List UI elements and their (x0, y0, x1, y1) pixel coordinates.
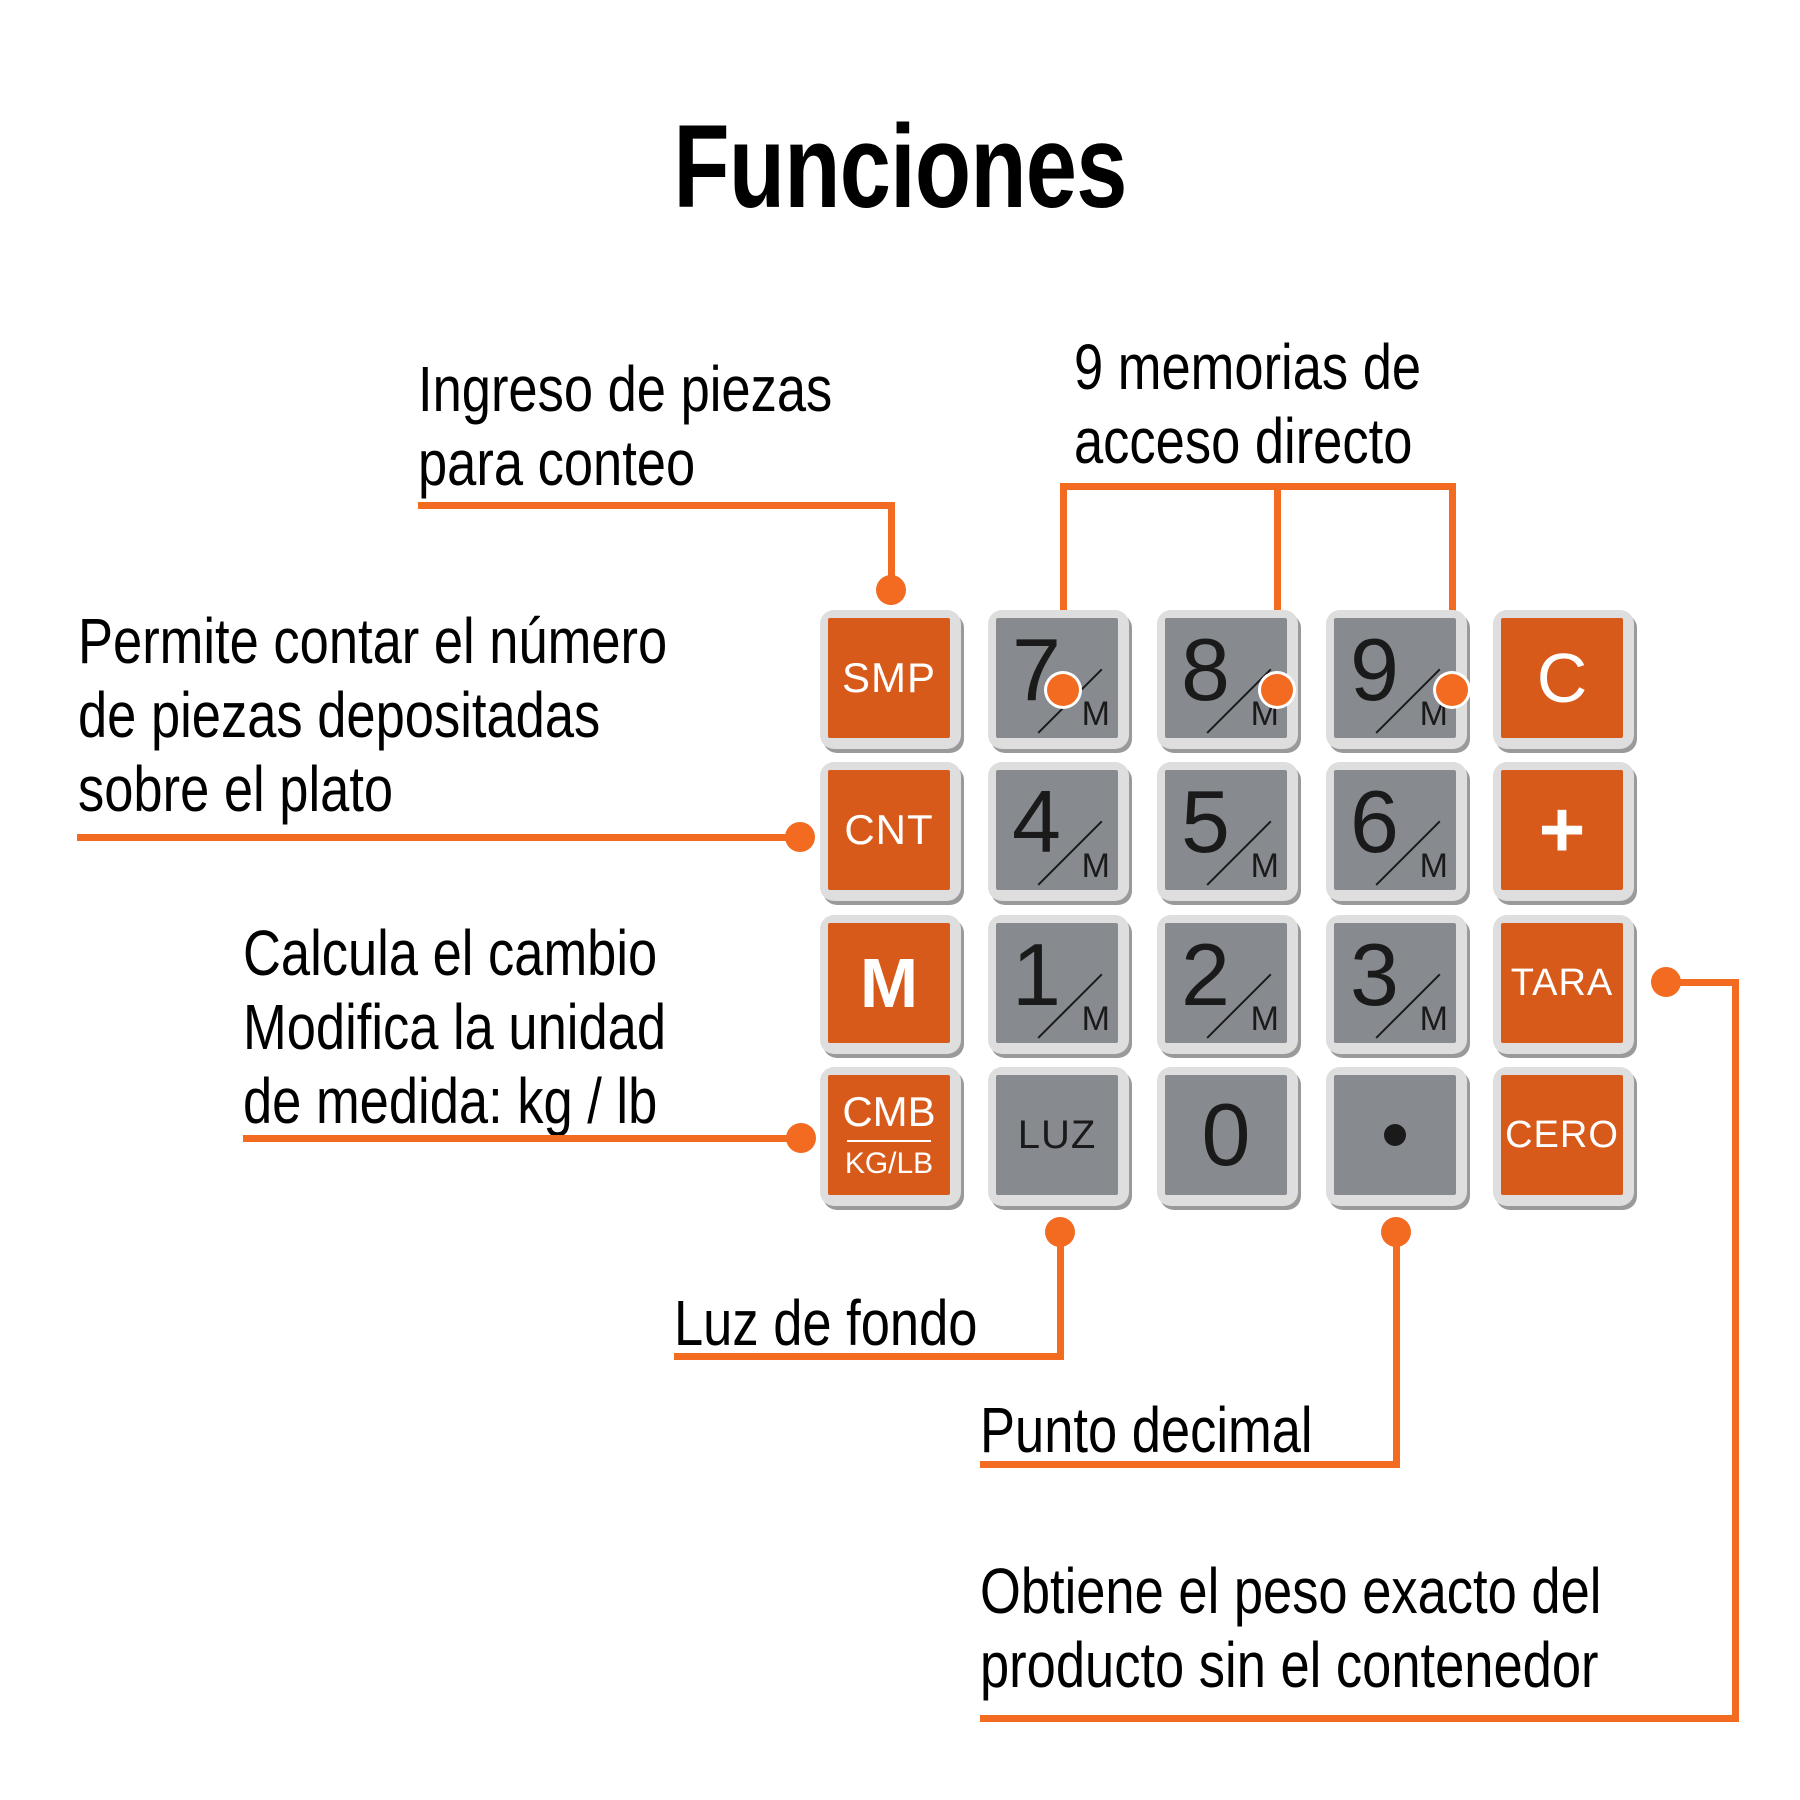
memory-label: M (1250, 847, 1279, 885)
key-cnt[interactable]: CNT (820, 762, 961, 901)
callout-line: Punto decimal (980, 1394, 1313, 1466)
key-6[interactable]: 6 M (1326, 762, 1467, 901)
connector-line (77, 834, 799, 841)
callout-line: Modifica la unidad (243, 991, 667, 1063)
key-0[interactable]: 0 (1157, 1067, 1298, 1206)
connector-line (243, 1135, 801, 1142)
memory-label: M (1081, 1000, 1110, 1038)
callout-line: de piezas depositadas (78, 679, 601, 751)
key-cmb-kg-lb[interactable]: CMB KG/LB (820, 1067, 961, 1206)
connector-dot (785, 822, 815, 852)
key-luz[interactable]: LUZ (988, 1067, 1129, 1206)
key-8[interactable]: 8 M (1157, 610, 1298, 749)
key-label-top: CMB (842, 1088, 936, 1135)
key-3[interactable]: 3 M (1326, 915, 1467, 1054)
connector-dot (1047, 674, 1079, 706)
memory-label: M (1419, 1000, 1448, 1038)
connector-line (1449, 483, 1456, 688)
connector-line (1060, 483, 1067, 688)
key-m[interactable]: M (820, 915, 961, 1054)
key-1[interactable]: 1 M (988, 915, 1129, 1054)
memory-label: M (1081, 847, 1110, 885)
key-5[interactable]: 5 M (1157, 762, 1298, 901)
connector-dot (1261, 674, 1293, 706)
callout-decimal-text: Punto decimal (980, 1393, 1313, 1467)
key-label: M (859, 944, 919, 1022)
key-digit: 8 (1181, 620, 1230, 719)
connector-line (1060, 483, 1456, 490)
plus-icon: + (1538, 785, 1586, 874)
key-digit: 0 (1201, 1085, 1251, 1184)
connector-line (980, 1461, 1400, 1468)
key-label: LUZ (1017, 1112, 1097, 1157)
key-2[interactable]: 2 M (1157, 915, 1298, 1054)
point-icon (1384, 1124, 1406, 1146)
key-digit: 3 (1350, 925, 1399, 1024)
connector-line (980, 1715, 1739, 1722)
connector-line (1732, 979, 1739, 1722)
callout-memories-text: 9 memorias de acceso directo (1074, 330, 1421, 478)
key-clear[interactable]: C (1493, 610, 1634, 749)
key-label: CERO (1505, 1113, 1619, 1156)
callout-line: Luz de fondo (674, 1287, 978, 1359)
callout-line: 9 memorias de (1074, 331, 1422, 403)
key-digit: 1 (1012, 925, 1061, 1024)
callout-luz-text: Luz de fondo (674, 1286, 977, 1360)
key-decimal-point[interactable] (1326, 1067, 1467, 1206)
key-4[interactable]: 4 M (988, 762, 1129, 901)
callout-line: sobre el plato (78, 753, 394, 825)
connector-line (888, 502, 895, 590)
key-label: TARA (1510, 961, 1614, 1004)
connector-line (1274, 483, 1281, 688)
connector-line (1057, 1232, 1064, 1360)
callout-line: acceso directo (1074, 405, 1413, 477)
callout-line: Ingreso de piezas (418, 353, 833, 425)
key-digit: 4 (1012, 772, 1061, 871)
key-cero[interactable]: CERO (1493, 1067, 1634, 1206)
connector-line (1393, 1232, 1400, 1468)
memory-label: M (1081, 695, 1110, 733)
connector-dot (876, 575, 906, 605)
callout-line: Calcula el cambio (243, 917, 658, 989)
callout-line: producto sin el contenedor (980, 1629, 1599, 1701)
key-label: C (1536, 639, 1588, 717)
memory-label: M (1250, 1000, 1279, 1038)
callout-cnt-text: Permite contar el número de piezas depos… (78, 604, 667, 826)
key-digit: 9 (1350, 620, 1399, 719)
callout-line: de medida: kg / lb (243, 1065, 658, 1137)
callout-tara-text: Obtiene el peso exacto del producto sin … (980, 1554, 1601, 1702)
key-label: CNT (844, 806, 934, 853)
connector-line (674, 1353, 1064, 1360)
connector-line (1666, 979, 1739, 986)
connector-dot (1436, 674, 1468, 706)
label-divider (847, 1140, 931, 1142)
key-smp[interactable]: SMP (820, 610, 961, 749)
key-digit: 5 (1181, 772, 1230, 871)
callout-line: para conteo (418, 427, 696, 499)
callout-line: Permite contar el número (78, 605, 668, 677)
callout-smp-text: Ingreso de piezas para conteo (418, 352, 832, 500)
callout-cmb-text: Calcula el cambio Modifica la unidad de … (243, 916, 666, 1138)
key-tara[interactable]: TARA (1493, 915, 1634, 1054)
memory-label: M (1419, 847, 1448, 885)
callout-line: Obtiene el peso exacto del (980, 1555, 1602, 1627)
page-title: Funciones (673, 101, 1127, 233)
key-label: SMP (841, 654, 936, 701)
key-digit: 6 (1350, 772, 1399, 871)
key-label-bottom: KG/LB (844, 1147, 934, 1180)
key-digit: 2 (1181, 925, 1230, 1024)
connector-line (418, 502, 895, 509)
key-plus[interactable]: + (1493, 762, 1634, 901)
connector-dot (786, 1123, 816, 1153)
